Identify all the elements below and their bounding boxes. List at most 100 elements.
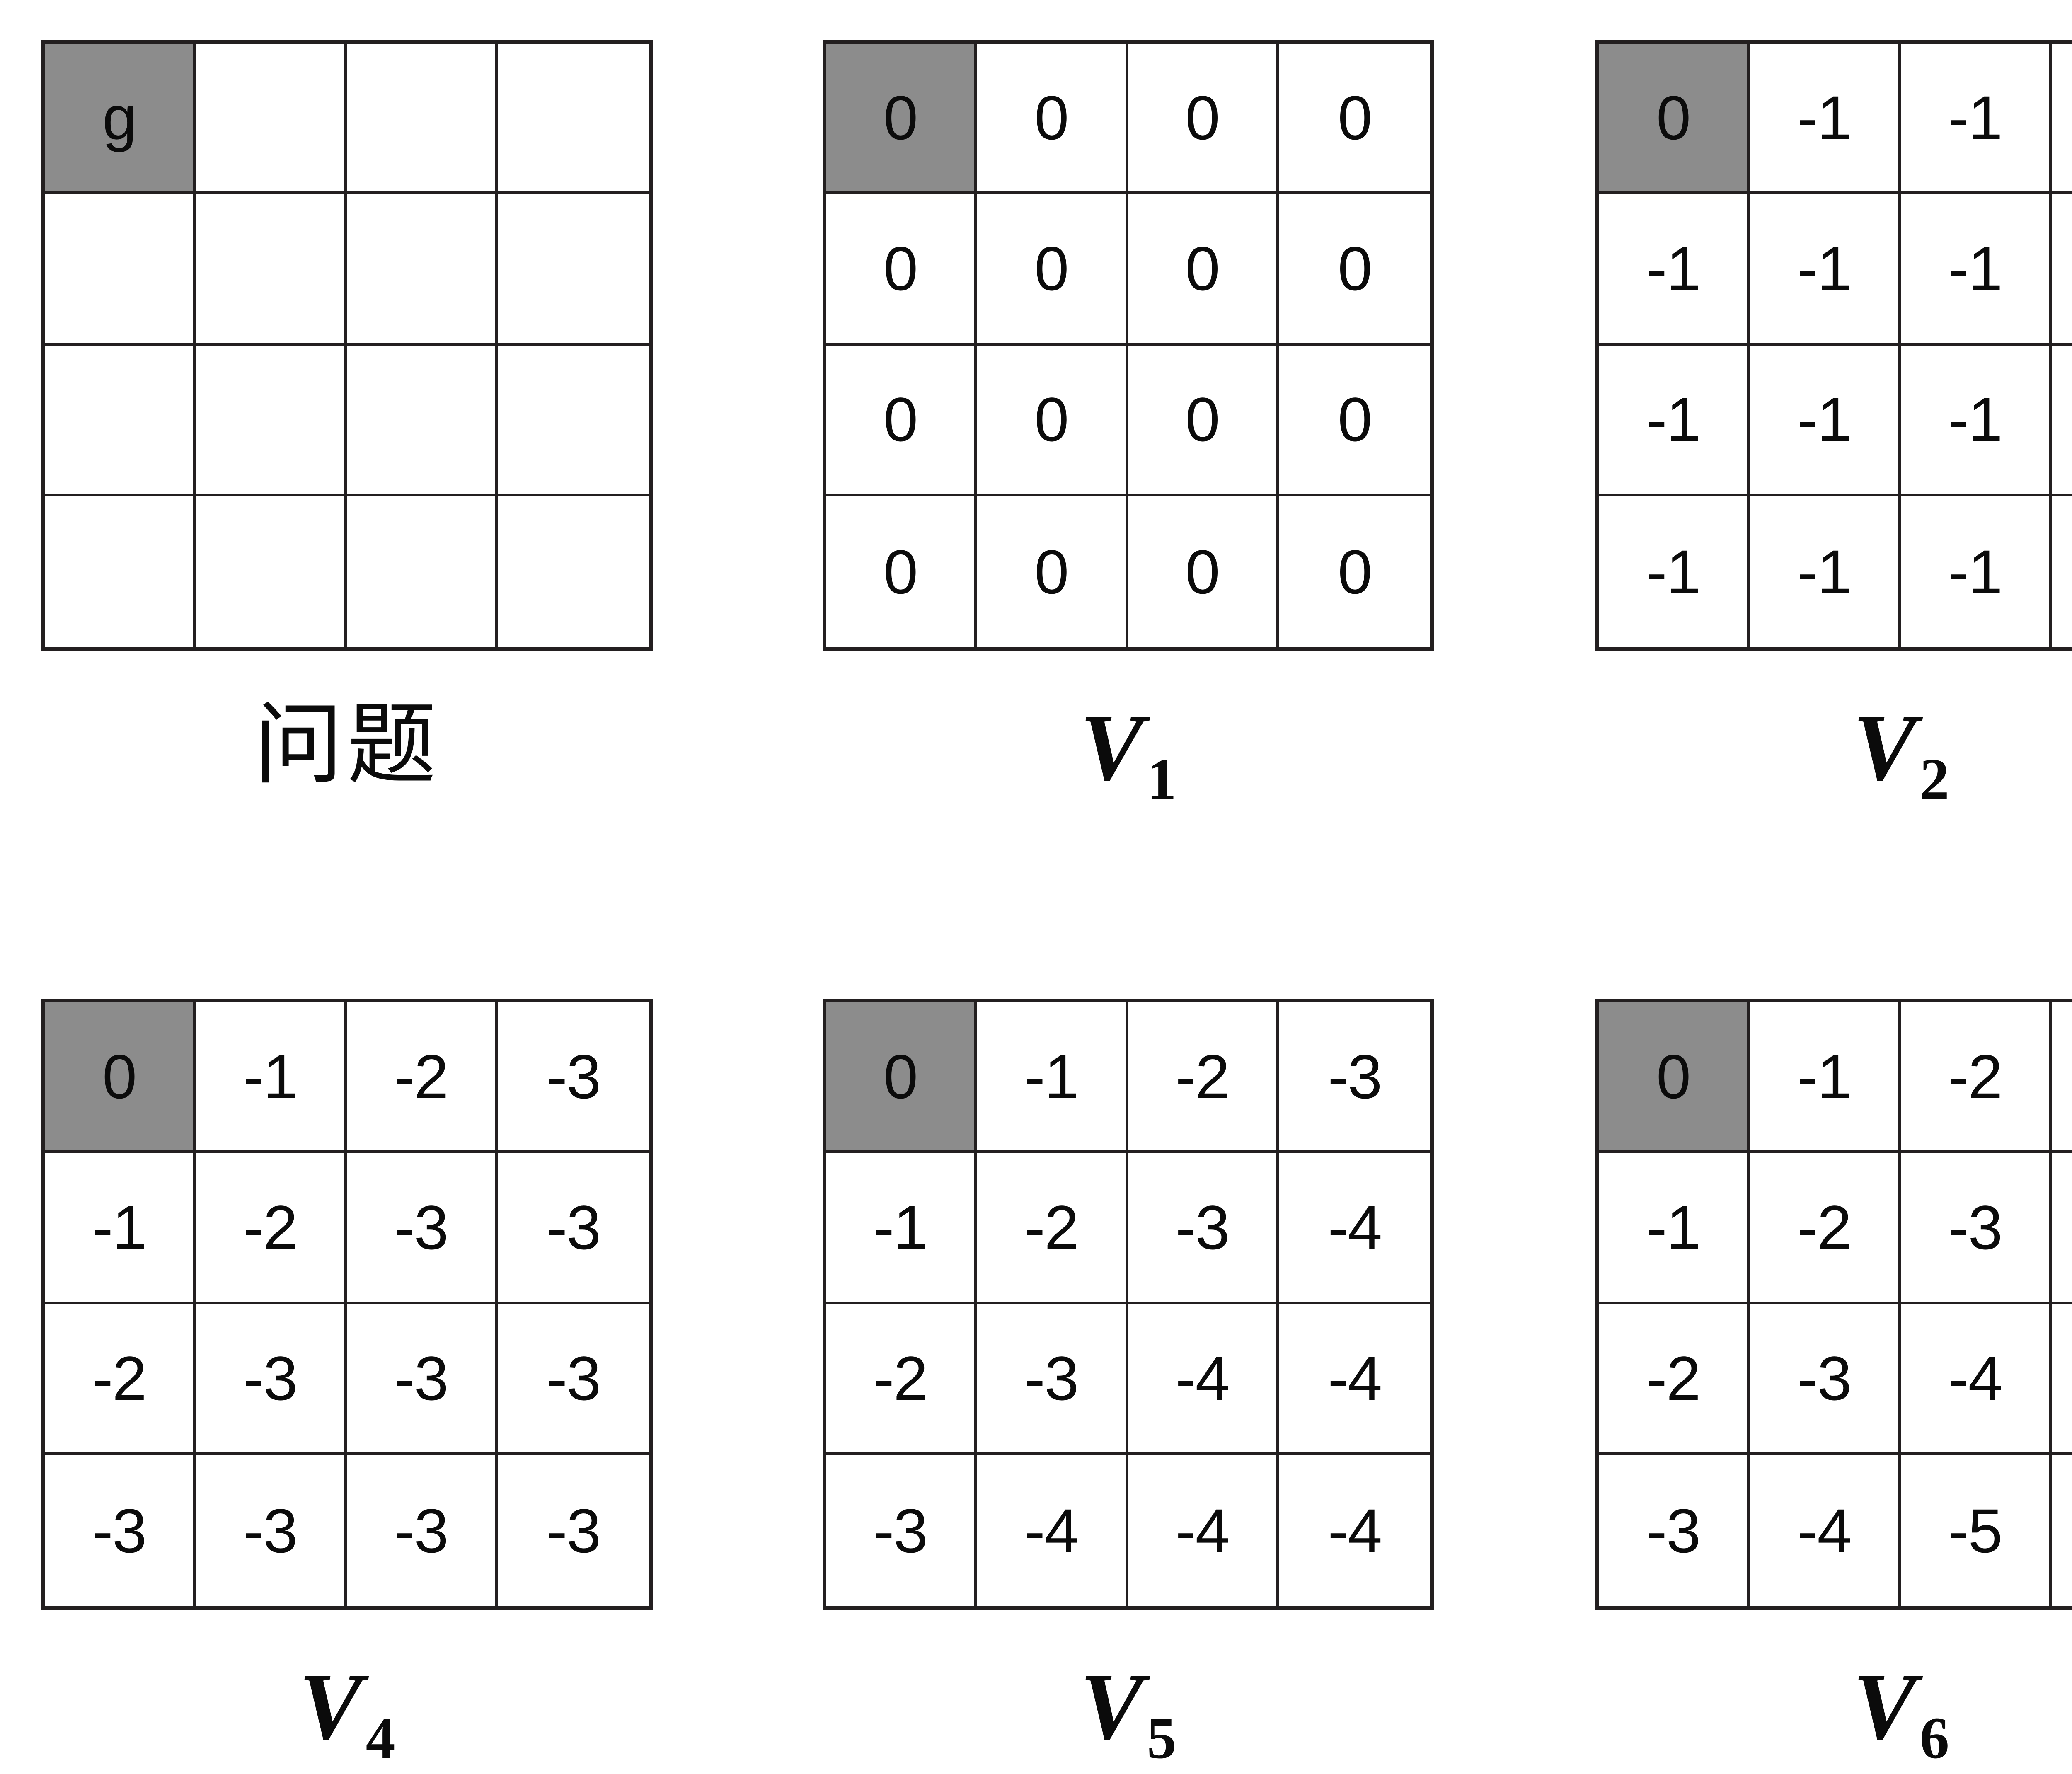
grid-cell: -3: [498, 1455, 649, 1606]
panel-caption-v4: V4: [41, 1659, 653, 1768]
grid-cell: -1: [1750, 194, 1901, 346]
grid-cell: -3: [2052, 1002, 2072, 1154]
grid-cell: -3: [1901, 1153, 2052, 1304]
grid-cell: -3: [196, 1455, 347, 1606]
grid-cell: 0: [1279, 496, 1430, 647]
grid-cell: -3: [498, 1002, 649, 1154]
grid-cell: -1: [977, 1002, 1128, 1154]
grid-cell: [498, 496, 649, 647]
grid-cell: 0: [977, 345, 1128, 496]
grid-cell: -4: [1128, 1455, 1279, 1606]
grid-cell: 0: [826, 44, 978, 195]
grid-cell: 0: [826, 496, 978, 647]
grid-cell: 0: [1128, 194, 1279, 346]
grid-cell: [196, 496, 347, 647]
grid-cell: -1: [1901, 345, 2052, 496]
grid-cell: -3: [347, 1304, 498, 1455]
grid-cell: -3: [196, 1304, 347, 1455]
grid-cell: -3: [1128, 1153, 1279, 1304]
value-grid-v4: 0-1-2-3-1-2-3-3-2-3-3-3-3-3-3-3: [41, 999, 653, 1610]
grid-cell: -1: [1750, 44, 1901, 195]
grid-cell: -2: [977, 1153, 1128, 1304]
caption-symbol: V6: [1853, 1653, 1949, 1768]
grid-cell: 0: [826, 194, 978, 346]
grid-cell: [347, 345, 498, 496]
grid-cell: -3: [977, 1304, 1128, 1455]
grid-cell: -2: [1599, 1304, 1750, 1455]
grid-cell: -1: [196, 1002, 347, 1154]
caption-symbol: V1: [1080, 695, 1176, 809]
grid-cell: -2: [347, 1002, 498, 1154]
value-grid-v6: 0-1-2-3-1-2-3-4-2-3-4-5-3-4-5-5: [1595, 999, 2072, 1610]
grid-cell: -1: [2052, 496, 2072, 647]
caption-base: V: [1080, 695, 1144, 800]
grid-cell: 0: [1128, 44, 1279, 195]
caption-symbol: V5: [1080, 1653, 1176, 1768]
grid-cell: [498, 194, 649, 346]
caption-subscript: 6: [1920, 1705, 1949, 1771]
grid-cell: 0: [977, 496, 1128, 647]
grid-cell: [196, 345, 347, 496]
grid-cell: -1: [1599, 345, 1750, 496]
grid-cell: -1: [1599, 496, 1750, 647]
grid-cell: -4: [1279, 1153, 1430, 1304]
panel-caption-problem: 问题: [41, 700, 653, 789]
grid-cell: -1: [1901, 496, 2052, 647]
caption-base: V: [299, 1653, 363, 1759]
grid-cell: -3: [347, 1455, 498, 1606]
grid-cell: -1: [1750, 1002, 1901, 1154]
grid-cell: -4: [1750, 1455, 1901, 1606]
grid-cell: -1: [826, 1153, 978, 1304]
grid-cell: -1: [1750, 345, 1901, 496]
panel-caption-v5: V5: [823, 1659, 1434, 1768]
grid-cell: [347, 194, 498, 346]
grid-cell: -3: [826, 1455, 978, 1606]
grid-cell: 0: [977, 194, 1128, 346]
grid-cell: -1: [2052, 44, 2072, 195]
grid-cell: [45, 194, 196, 346]
grid-cell: 0: [826, 345, 978, 496]
grid-cell: -1: [2052, 194, 2072, 346]
caption-symbol: V2: [1853, 695, 1949, 809]
grid-cell: -4: [1279, 1455, 1430, 1606]
grid-cell: -5: [2052, 1455, 2072, 1606]
grid-cell: 0: [977, 44, 1128, 195]
panel-caption-v6: V6: [1595, 1659, 2072, 1768]
grid-cell: 0: [1599, 44, 1750, 195]
grid-cell: 0: [1599, 1002, 1750, 1154]
caption-subscript: 5: [1147, 1705, 1176, 1771]
grid-cell: [347, 496, 498, 647]
grid-cell: -5: [1901, 1455, 2052, 1606]
grid-cell: -4: [1901, 1304, 2052, 1455]
grid-cell: [45, 496, 196, 647]
caption-symbol: V4: [299, 1653, 395, 1768]
grid-cell: [498, 345, 649, 496]
caption-base: V: [1853, 1653, 1917, 1759]
grid-cell: -1: [2052, 345, 2072, 496]
grid-cell: -3: [347, 1153, 498, 1304]
grid-cell: -3: [1750, 1304, 1901, 1455]
panel-caption-v2: V2: [1595, 700, 2072, 809]
caption-subscript: 1: [1147, 746, 1176, 812]
grid-cell: 0: [1279, 345, 1430, 496]
grid-cell: -3: [1279, 1002, 1430, 1154]
grid-cell: -4: [1128, 1304, 1279, 1455]
value-grid-v2: 0-1-1-1-1-1-1-1-1-1-1-1-1-1-1-1: [1595, 40, 2072, 651]
grid-cell: 0: [1128, 345, 1279, 496]
grid-cell: [347, 44, 498, 195]
grid-cell: -2: [1750, 1153, 1901, 1304]
grid-cell: -1: [1750, 496, 1901, 647]
caption-subscript: 4: [366, 1705, 395, 1771]
grid-cell: -1: [1901, 44, 2052, 195]
grid-cell: -4: [977, 1455, 1128, 1606]
grid-cell: -1: [1599, 194, 1750, 346]
caption-text: 问题: [254, 692, 441, 796]
grid-cell: -2: [45, 1304, 196, 1455]
caption-base: V: [1080, 1653, 1144, 1759]
panel-caption-v1: V1: [823, 700, 1434, 809]
grid-panel-v6: 0-1-2-3-1-2-3-4-2-3-4-5-3-4-5-5V6: [1595, 999, 2072, 1767]
